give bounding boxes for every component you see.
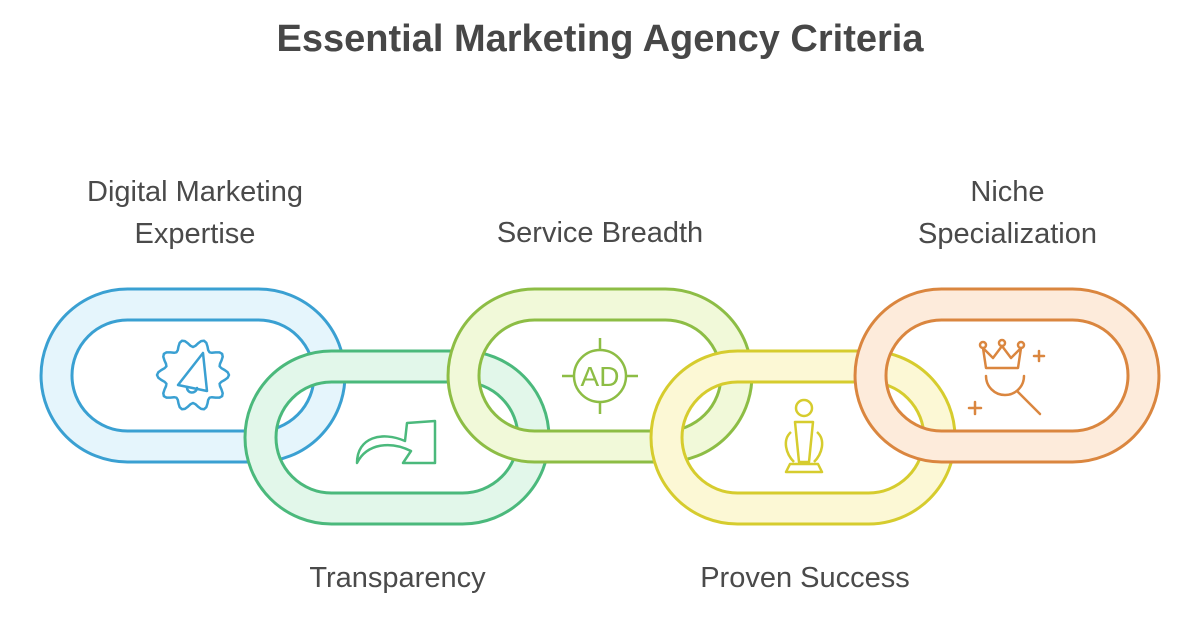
ad-target-icon: AD [562,338,638,414]
label-proven-success: Proven Success [650,557,960,599]
label-line: Specialization [918,218,1097,250]
label-line: Digital Marketing [87,176,303,208]
label-line: Proven Success [700,562,910,594]
diagram-title: Essential Marketing Agency Criteria [276,18,924,60]
curved-arrow-icon [355,419,437,465]
label-digital-marketing-expertise: Digital Marketing Expertise [40,171,350,255]
ad-icon-text: AD [581,361,620,392]
chain-link-5 [853,287,1161,464]
chain-link-2 [243,349,551,526]
crown-search-icon [967,338,1046,416]
label-service-breadth: Service Breadth [445,212,755,254]
label-niche-specialization: Niche Specialization [855,171,1160,255]
label-line: Niche [970,176,1045,208]
chain-link-4 [649,349,957,526]
label-line: Expertise [134,218,256,250]
megaphone-gear-icon [155,339,231,411]
label-transparency: Transparency [245,557,550,599]
trophy-person-icon [784,398,824,474]
label-line: Service Breadth [496,217,704,249]
label-line: Transparency [309,562,486,594]
